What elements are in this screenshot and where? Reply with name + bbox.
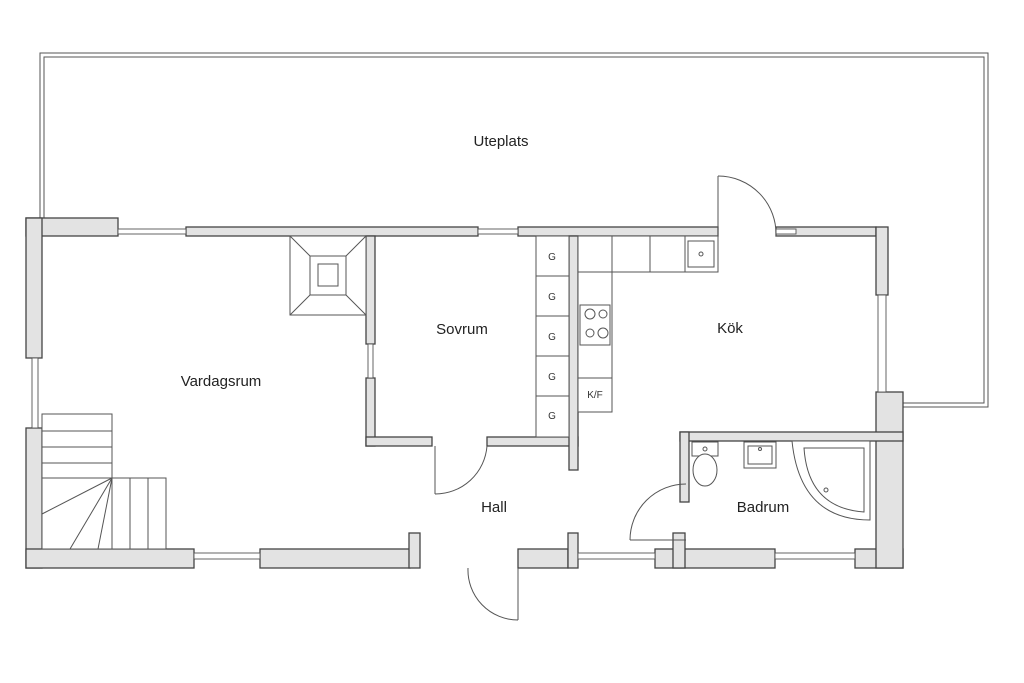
doors — [434, 175, 777, 621]
wardrobes: G G G G G — [535, 235, 570, 438]
room-label-badrum: Badrum — [737, 499, 790, 516]
room-label-sovrum: Sovrum — [436, 321, 488, 338]
room-label-vardagsrum: Vardagsrum — [181, 373, 262, 390]
fridge-freezer-label: K/F — [587, 390, 603, 401]
wardrobe-mark: G — [548, 332, 556, 343]
wardrobe-mark: G — [548, 252, 556, 263]
wardrobe-mark: G — [548, 372, 556, 383]
room-label-uteplats: Uteplats — [473, 133, 528, 150]
walls — [25, 217, 904, 569]
wardrobe-mark: G — [548, 411, 556, 422]
room-labels: Uteplats Vardagsrum Sovrum Kök Hall Badr… — [181, 133, 790, 516]
staircase — [41, 413, 167, 550]
wardrobe-mark: G — [548, 292, 556, 303]
terrace — [39, 52, 989, 408]
kitchen-fittings: K/F — [577, 235, 719, 413]
fireplace — [289, 235, 367, 316]
bathroom-fixtures — [691, 440, 871, 521]
room-label-hall: Hall — [481, 499, 507, 516]
room-label-kok: Kök — [717, 320, 743, 337]
